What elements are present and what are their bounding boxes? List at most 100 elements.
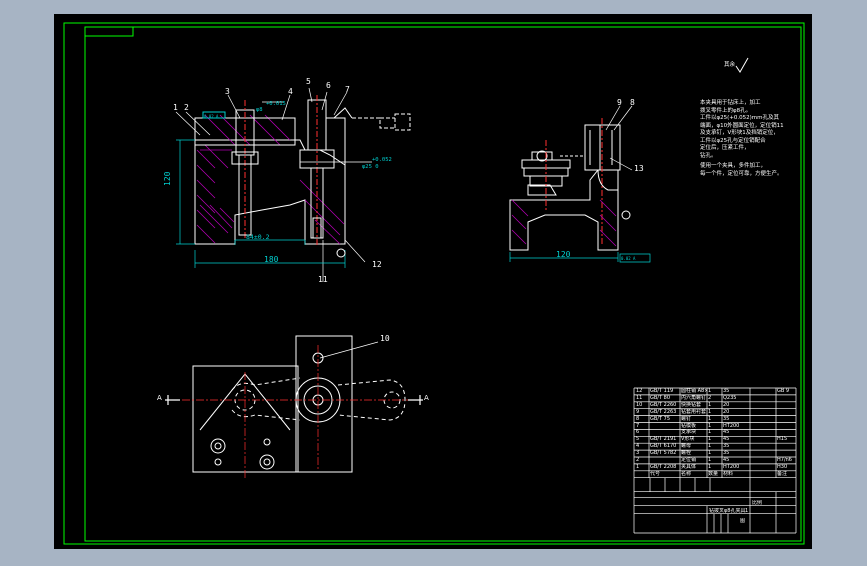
top-leader-10 xyxy=(319,341,379,359)
locating-pin xyxy=(238,154,252,236)
parts-row-material: 45 xyxy=(723,436,730,443)
dim-side-width: 120 xyxy=(556,250,571,259)
front-left-hatch xyxy=(196,114,345,245)
roughness-symbol xyxy=(735,57,749,73)
parts-row-index: 3 xyxy=(636,450,640,457)
parts-row-index: 9 xyxy=(636,408,640,415)
parts-row-index: 11 xyxy=(636,394,643,401)
tol-top-dia: φ8 xyxy=(256,107,263,113)
front-dims xyxy=(176,139,346,268)
top-hole-br-inner xyxy=(263,458,271,466)
scale-label: 比例 xyxy=(752,499,763,506)
parts-row-index: 2 xyxy=(636,457,640,463)
parts-row-code: GB/T 2263 xyxy=(650,408,677,415)
parts-row-qty: 1 xyxy=(708,401,712,408)
note-line: 及支承钉，V形块1及挡销定位， xyxy=(700,130,779,136)
parts-row-qty: 1 xyxy=(708,388,712,394)
top-hole-left xyxy=(210,438,226,454)
parts-row-code: GB/T 75 xyxy=(650,415,670,422)
parts-row-code: GB/T 2191 xyxy=(650,436,677,443)
parts-row-name: 快换钻套 xyxy=(681,401,702,408)
parts-header-material: 材料 xyxy=(723,470,734,477)
note-line: 使用一个夹具，多件加工， xyxy=(700,163,767,169)
parts-row-qty: 1 xyxy=(708,457,712,463)
datum-circle-side xyxy=(621,210,631,220)
note-line: 工件以φ25孔与定位销配合 xyxy=(700,137,766,144)
title-block xyxy=(633,387,797,534)
side-dims xyxy=(509,252,651,263)
parts-row-material: 35 xyxy=(723,450,730,457)
parts-row-material: HT200 xyxy=(723,422,740,429)
parts-header-note: 备注 xyxy=(777,470,788,477)
parts-row-code: GB/T 2260 xyxy=(650,401,677,408)
front-leaders xyxy=(175,87,372,282)
right-bracket xyxy=(326,107,353,165)
parts-row-material: 35 xyxy=(723,415,730,422)
side-hatch xyxy=(511,199,617,247)
parts-row-name: 内六角螺钉 xyxy=(681,394,707,401)
parts-row-qty: 1 xyxy=(708,436,712,443)
dim-width-inner: 84±0.2 xyxy=(246,233,270,241)
parts-row-note: H7/n6 xyxy=(777,457,792,463)
balloon-2: 2 xyxy=(184,103,189,112)
parts-row-name: 圆柱销 A8×20 xyxy=(681,388,707,394)
drawing-name: 钻拨叉φ8孔夹具 xyxy=(709,507,746,514)
top-view xyxy=(165,335,423,480)
parts-row-note: H15 xyxy=(777,436,788,443)
top-hole-bottom-right xyxy=(259,454,275,470)
datum-circle-front xyxy=(336,248,346,258)
tol-top-value: +0.015 xyxy=(266,101,286,107)
parts-row-index: 1 xyxy=(636,463,640,470)
parts-row-material: Q235 xyxy=(723,394,737,401)
tol-frame-top xyxy=(202,111,226,119)
company-name: 图 xyxy=(740,517,746,524)
front-view xyxy=(175,87,411,282)
parts-header-qty: 数量 xyxy=(708,470,719,477)
balloon-3: 3 xyxy=(225,87,230,96)
parts-row-name: 钻模板 xyxy=(681,422,697,429)
side-v-block xyxy=(527,184,557,196)
parts-row-name: 夹具体 xyxy=(681,463,697,470)
parts-row-qty: 2 xyxy=(708,394,712,401)
balloon-6: 6 xyxy=(326,81,331,90)
dim-height: 120 xyxy=(163,171,172,186)
parts-row-material: 35 xyxy=(723,388,730,394)
roughness-label: 其余 xyxy=(724,62,736,68)
side-base-outline xyxy=(509,169,619,251)
balloon-5: 5 xyxy=(306,77,311,86)
side-view xyxy=(509,105,651,263)
parts-row-index: 4 xyxy=(636,443,640,450)
tol-side-dia: φ25 0 xyxy=(362,164,379,170)
tol-side-value: +0.052 xyxy=(372,157,392,163)
parts-row-index: 10 xyxy=(636,401,643,408)
top-hole-left-inner xyxy=(214,442,222,450)
note-line: 工件以φ25(+0.052)mm孔及其 xyxy=(700,115,779,121)
drawing-sheet xyxy=(54,14,812,549)
frame-inner xyxy=(84,26,802,542)
note-line: 拨叉零件上的φ8孔。 xyxy=(700,107,752,114)
parts-row-qty: 1 xyxy=(708,429,712,436)
side-bracket-curve xyxy=(597,169,618,191)
technical-notes: 本夹具用于钻床上，加工 拨叉零件上的φ8孔。 工件以φ25(+0.052)mm孔… xyxy=(700,100,784,178)
balloon-1: 1 xyxy=(173,103,178,112)
handle xyxy=(352,113,411,131)
parts-row-name: 螺母 xyxy=(681,443,692,450)
parts-row-material: 45 xyxy=(723,429,730,436)
top-centerlines xyxy=(168,345,420,480)
parts-row-name: 支承块 xyxy=(681,429,697,436)
parts-row-material: 45 xyxy=(723,457,730,463)
parts-row-name: 钻套用衬套 xyxy=(681,408,707,415)
parts-row-index: 7 xyxy=(636,422,640,429)
note-line: 端面，φ10外圆面定位，定位销11 xyxy=(700,122,784,129)
balloon-10: 10 xyxy=(380,334,390,343)
parts-row-index: 12 xyxy=(636,388,643,394)
section-mark-right: A xyxy=(424,394,429,402)
note-line: 本夹具用于钻床上，加工 xyxy=(700,100,761,106)
pin-head xyxy=(231,151,259,165)
top-small-hole-2 xyxy=(263,438,271,446)
balloon-12: 12 xyxy=(372,260,382,269)
parts-row-qty: 1 xyxy=(708,450,712,457)
parts-row-material: HT200 xyxy=(723,463,740,470)
parts-row-qty: 1 xyxy=(708,463,712,470)
